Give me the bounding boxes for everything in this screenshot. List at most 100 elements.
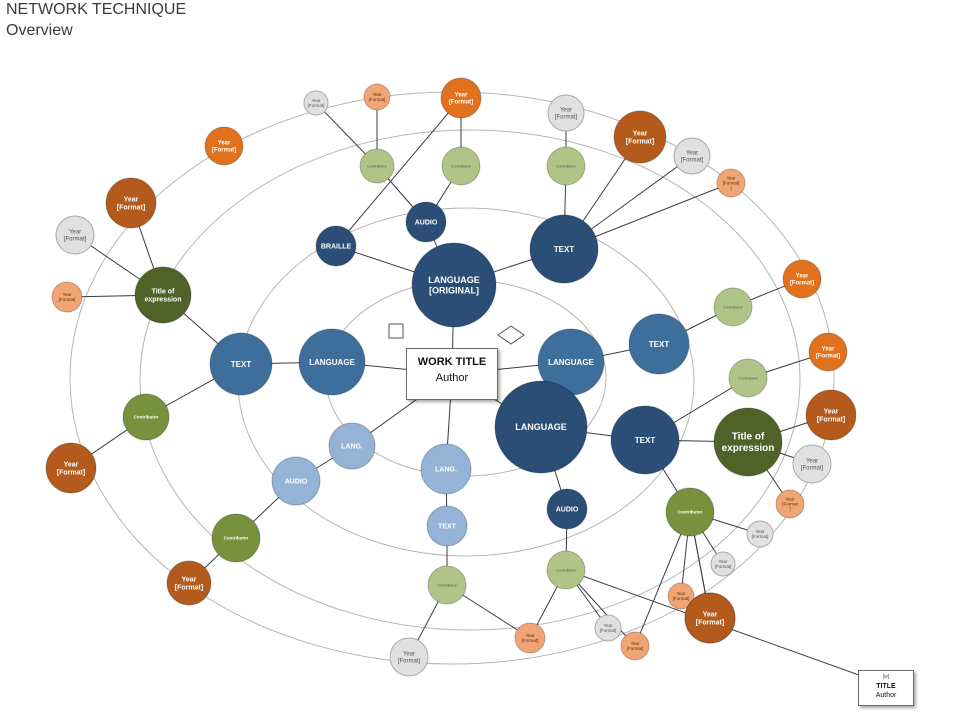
node-circle [805,389,857,441]
node-label: [Format] [790,281,814,287]
node-year-24: Year[Format] [620,631,650,661]
node-audio-bottom: AUDIO [546,488,588,530]
page-title: NETWORK TECHNIQUE [6,1,187,18]
node-label: Year [525,633,535,638]
node-label: [ORIGINAL] [429,285,479,295]
node-label: Contributor [556,163,576,168]
node-label: Year [755,529,765,534]
node-circle [529,214,599,284]
node-label: Year [372,92,382,97]
node-circle [204,126,244,166]
legend-small-label: [w] [882,674,890,680]
node-braille: BRAILLE [315,225,357,267]
node-circle [440,77,482,119]
node-label: Year [822,347,835,353]
nodes: LANGUAGE[ORIGINAL]LANGUAGELANGUAGELANGUA… [45,77,857,677]
node-contrib-9: Contributor [546,550,586,590]
node-circle [713,287,753,327]
node-audio-top: AUDIO [405,201,447,243]
node-label: LANG. [341,443,363,450]
node-year-16: Year[Format] [792,444,832,484]
node-circle [594,614,622,642]
node-circle [420,443,472,495]
node-lang-left: LANGUAGE [298,328,366,396]
node-label: [Format] [600,628,617,633]
node-circle [713,407,783,477]
node-year-20: Year[Format] [667,582,695,610]
node-circle [298,328,366,396]
node-year-27: Year[Format] [684,592,736,644]
legend-title: TITLE [876,683,896,690]
node-label: [Format] [715,564,732,569]
node-label: [Format] [555,115,578,121]
page-subtitle: Overview [6,22,73,39]
node-label: Title of [732,432,765,443]
node-label: LANG. [435,466,457,473]
node-contrib-2: Contributor [441,146,481,186]
node-label: Contributor [738,375,758,380]
node-circle [363,83,391,111]
node-lang-b: LANG. [420,443,472,495]
ring-3 [139,129,801,631]
node-label: Contributor [678,510,703,515]
node-label: Year [64,461,79,468]
node-label: TEXT [635,436,656,445]
node-label: Year [676,591,686,596]
node-contrib-8: Contributor [427,565,467,605]
node-circle [328,422,376,470]
node-label: Year [686,151,698,157]
node-circle [667,582,695,610]
node-label: [Format] [212,148,236,154]
node-circle [209,332,273,396]
node-year-4: Year[Format] [547,94,585,132]
node-contrib-3: Contributor [546,146,586,186]
node-label: Contributor [367,163,387,168]
node-circle [746,520,774,548]
node-label: Contributor [556,567,576,572]
node-circle [55,215,95,255]
node-year-19: Year[Format] [710,551,736,577]
node-year-11: Year[Format] [51,281,83,313]
node-label: Contributor [723,304,743,309]
node-label: AUDIO [285,478,308,485]
node-circle [546,550,586,590]
node-circle [359,148,395,184]
node-circle [792,444,832,484]
edge-contrib-10-year-24 [634,511,691,647]
node-label: Year [403,652,415,658]
node-contrib-6: Contributor [122,393,170,441]
node-label: [Format] [522,638,539,643]
node-label: [Format] [117,204,145,211]
node-lang-a: LANG. [328,422,376,470]
node-label: Year [124,196,139,203]
node-label: Year [218,141,231,147]
node-year-26: Year[Format] [594,614,622,642]
node-label: Year [785,496,795,501]
node-circle [546,146,586,186]
node-year-17: Year[Format] [775,489,805,519]
node-circle [547,94,585,132]
node-circle [716,168,746,198]
node-circle [389,637,429,677]
work-author: Author [435,372,469,384]
node-circle [166,560,212,606]
node-label: Title of [152,288,175,295]
node-year-15: Year[Format] [805,389,857,441]
node-label: Year [62,292,72,297]
node-contrib-1: Contributor [359,148,395,184]
node-circle [728,358,768,398]
node-label: [Format] [673,596,690,601]
node-label: Year [806,459,818,465]
node-label: AUDIO [415,219,438,226]
node-label: [Format] [398,659,421,665]
legend-title-box: [w] TITLE Author [858,670,914,706]
decor-shapes [388,323,525,345]
node-circle [45,442,97,494]
node-year-1: Year[Format] [303,90,329,116]
node-year-3: Year[Format] [440,77,482,119]
node-year-22: Year[Format] [389,637,429,677]
node-label: Year [824,408,839,415]
node-circle [271,456,321,506]
node-text-left: TEXT [209,332,273,396]
